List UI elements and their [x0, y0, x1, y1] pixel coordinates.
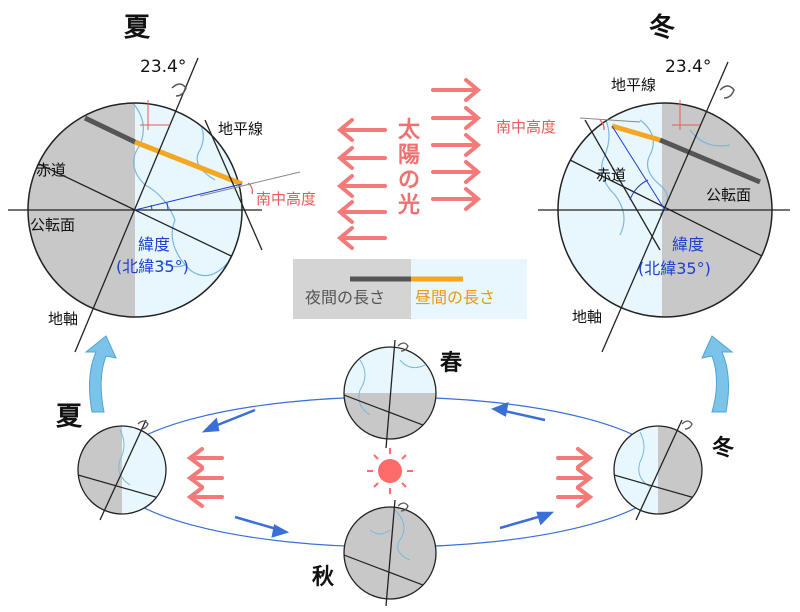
summer-up-arrow — [84, 335, 117, 413]
winter-small-label: 冬 — [712, 435, 734, 461]
summer-altitude-label: 南中高度 — [256, 190, 316, 208]
winter-title: 冬 — [649, 13, 675, 43]
winter-small-globe — [613, 419, 703, 521]
winter-horizon-label: 地平線 — [611, 76, 656, 94]
autumn-label: 秋 — [312, 565, 335, 590]
summer-horizon-label: 地平線 — [218, 120, 263, 138]
sunlight-arrows-right — [431, 78, 482, 211]
sun-icon — [367, 448, 413, 494]
sunlight-char-4: 光 — [397, 193, 420, 218]
summer-latitude-value: (北緯35°) — [116, 257, 189, 276]
summer-latitude-label: 緯度 — [138, 235, 170, 254]
sunlight-char-1: 太 — [398, 118, 421, 143]
summer-orbital-plane-label: 公転面 — [30, 216, 75, 234]
winter-side-arrows — [556, 447, 594, 508]
winter-tilt-label: 23.4° — [665, 57, 711, 77]
spring-globe — [343, 339, 437, 449]
summer-equator-label: 赤道 — [36, 161, 66, 179]
winter-latitude-value: (北緯35°) — [638, 259, 711, 278]
summer-title: 夏 — [124, 13, 151, 43]
summer-small-label: 夏 — [56, 402, 83, 432]
summer-side-arrows — [186, 447, 224, 508]
sunlight-arrows-left — [336, 118, 387, 250]
winter-latitude-label: 緯度 — [672, 235, 704, 254]
legend-day-label: 昼間の長さ — [415, 288, 495, 307]
orbit-direction-arrows — [201, 402, 555, 538]
winter-equator-label: 赤道 — [596, 166, 626, 184]
legend-night-label: 夜間の長さ — [305, 288, 385, 307]
winter-axis-label: 地軸 — [572, 308, 602, 326]
summer-axis-label: 地軸 — [48, 310, 78, 328]
winter-up-arrow — [701, 335, 734, 413]
sunlight-char-2: 陽 — [398, 143, 420, 168]
sunlight-char-3: の — [398, 168, 420, 193]
summer-small-globe — [77, 419, 167, 521]
summer-tilt-label: 23.4° — [140, 57, 186, 77]
autumn-globe — [343, 499, 437, 607]
winter-altitude-label: 南中高度 — [496, 118, 556, 136]
legend: 夜間の長さ 昼間の長さ — [293, 259, 527, 319]
spring-label: 春 — [440, 351, 462, 376]
winter-orbital-plane-label: 公転面 — [706, 186, 751, 204]
